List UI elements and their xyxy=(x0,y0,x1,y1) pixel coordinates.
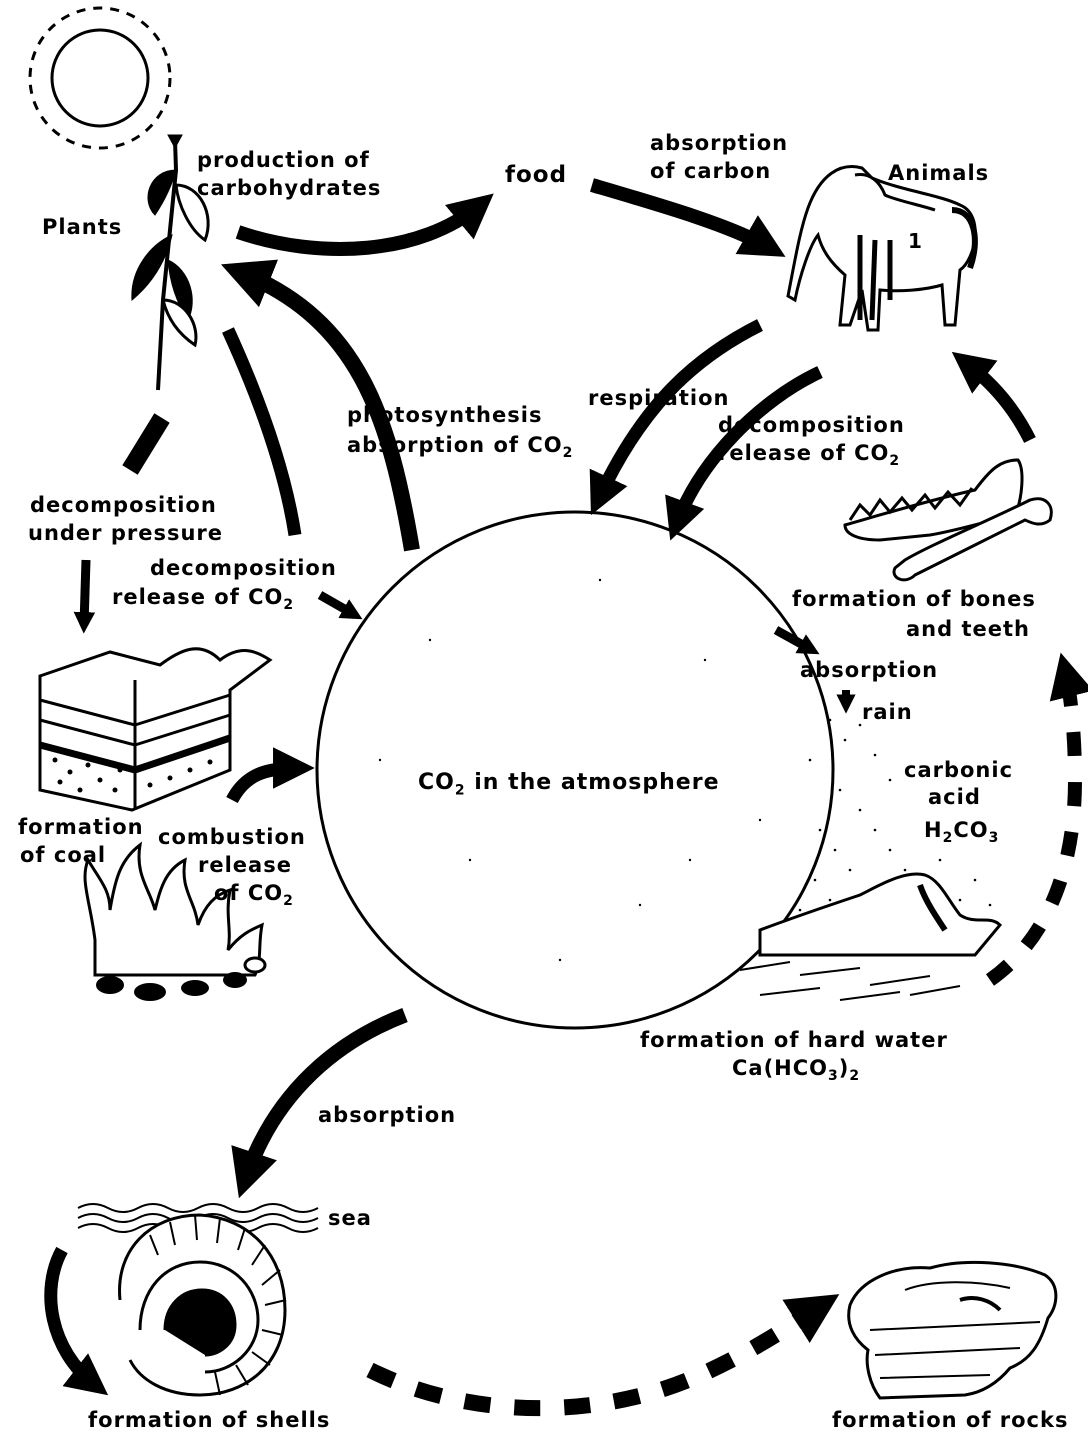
fire-icon xyxy=(83,841,267,1001)
label-formation-rocks: formation of rocks xyxy=(832,1408,1069,1432)
arrow-decomposition-animals xyxy=(665,366,823,541)
label-photosynthesis-2: absorption of CO2 xyxy=(347,433,574,462)
label-absorption-rain: absorption xyxy=(800,658,939,682)
label-rain: rain xyxy=(862,700,913,724)
label-formation-bones-2: and teeth xyxy=(906,617,1030,641)
arrow-decomposition-release xyxy=(317,591,363,620)
hillside-icon xyxy=(739,872,1003,1001)
label-decomposition-animals-2: release of CO2 xyxy=(718,441,901,470)
label-carbonic-formula: H2CO3 xyxy=(924,818,1000,847)
arrow-plants-downward xyxy=(222,327,302,536)
rain-dots xyxy=(798,718,992,912)
arrow-hardwater-to-bones xyxy=(985,652,1088,986)
sun-icon xyxy=(28,6,172,150)
rock-icon xyxy=(847,1260,1058,1400)
arrow-respiration-down xyxy=(589,319,763,516)
label-absorption-carbon-1: absorption xyxy=(650,131,789,155)
label-formation-shells: formation of shells xyxy=(88,1408,331,1432)
label-hard-water-1: formation of hard water xyxy=(640,1028,948,1052)
horse-icon: 1 xyxy=(786,165,978,332)
arrows xyxy=(44,178,1036,1396)
arrow-bones-to-animals xyxy=(951,351,1036,443)
label-plants: Plants xyxy=(42,215,123,239)
label-co2-atmosphere: CO2 in the atmosphere xyxy=(418,770,720,799)
label-combustion-1: combustion xyxy=(158,825,306,849)
label-carbonic-1: carbonic xyxy=(904,758,1014,782)
shell-icon xyxy=(118,1213,287,1397)
label-absorption-sea: absorption xyxy=(318,1103,457,1127)
label-animals: Animals xyxy=(888,161,990,185)
arrow-to-coal xyxy=(73,559,96,634)
plant-icon xyxy=(131,134,210,391)
label-combustion-3: of CO2 xyxy=(214,881,294,910)
arrow-plants-to-decomposition xyxy=(122,413,170,475)
label-formation-coal-1: formation xyxy=(18,815,144,839)
label-decomposition-pressure-1: decomposition xyxy=(30,493,217,517)
atmosphere-dots xyxy=(378,578,762,962)
label-absorption-carbon-2: of carbon xyxy=(650,159,772,183)
arrow-sea-to-shells xyxy=(44,1246,109,1396)
arrow-atmosphere-to-absorption xyxy=(773,626,820,655)
jawbone-icon xyxy=(843,458,1053,582)
label-food: food xyxy=(505,162,568,188)
label-decomposition-release-1: decomposition xyxy=(150,556,337,580)
arrow-atmosphere-to-sea xyxy=(231,1008,408,1199)
arrow-photosynthesis-to-plants xyxy=(220,259,420,552)
label-production-1: production of xyxy=(197,148,370,172)
label-combustion-2: release xyxy=(198,853,292,877)
label-photosynthesis-1: photosynthesis xyxy=(347,403,543,427)
arrow-food-to-animals xyxy=(590,178,786,257)
label-hard-water-2: Ca(HCO3)2 xyxy=(732,1056,861,1085)
label-decomposition-animals-1: decomposition xyxy=(718,413,905,437)
coal-strata-icon xyxy=(38,647,273,812)
label-formation-bones-1: formation of bones xyxy=(792,587,1036,611)
arrow-coal-to-atmosphere xyxy=(226,747,315,804)
label-carbonic-2: acid xyxy=(928,785,981,809)
label-decomposition-pressure-2: under pressure xyxy=(28,521,224,545)
label-formation-coal-2: of coal xyxy=(20,843,107,867)
label-production-2: carbohydrates xyxy=(197,176,382,200)
label-respiration: respiration xyxy=(588,386,730,410)
label-decomposition-release-2: release of CO2 xyxy=(112,585,295,614)
label-sea: sea xyxy=(328,1206,372,1230)
arrow-plants-to-food xyxy=(235,193,494,256)
svg-text:1: 1 xyxy=(908,229,922,253)
dashed-arrows xyxy=(366,652,1088,1417)
atmosphere-circle xyxy=(315,510,835,1030)
arrow-shells-to-rocks xyxy=(366,1294,840,1417)
